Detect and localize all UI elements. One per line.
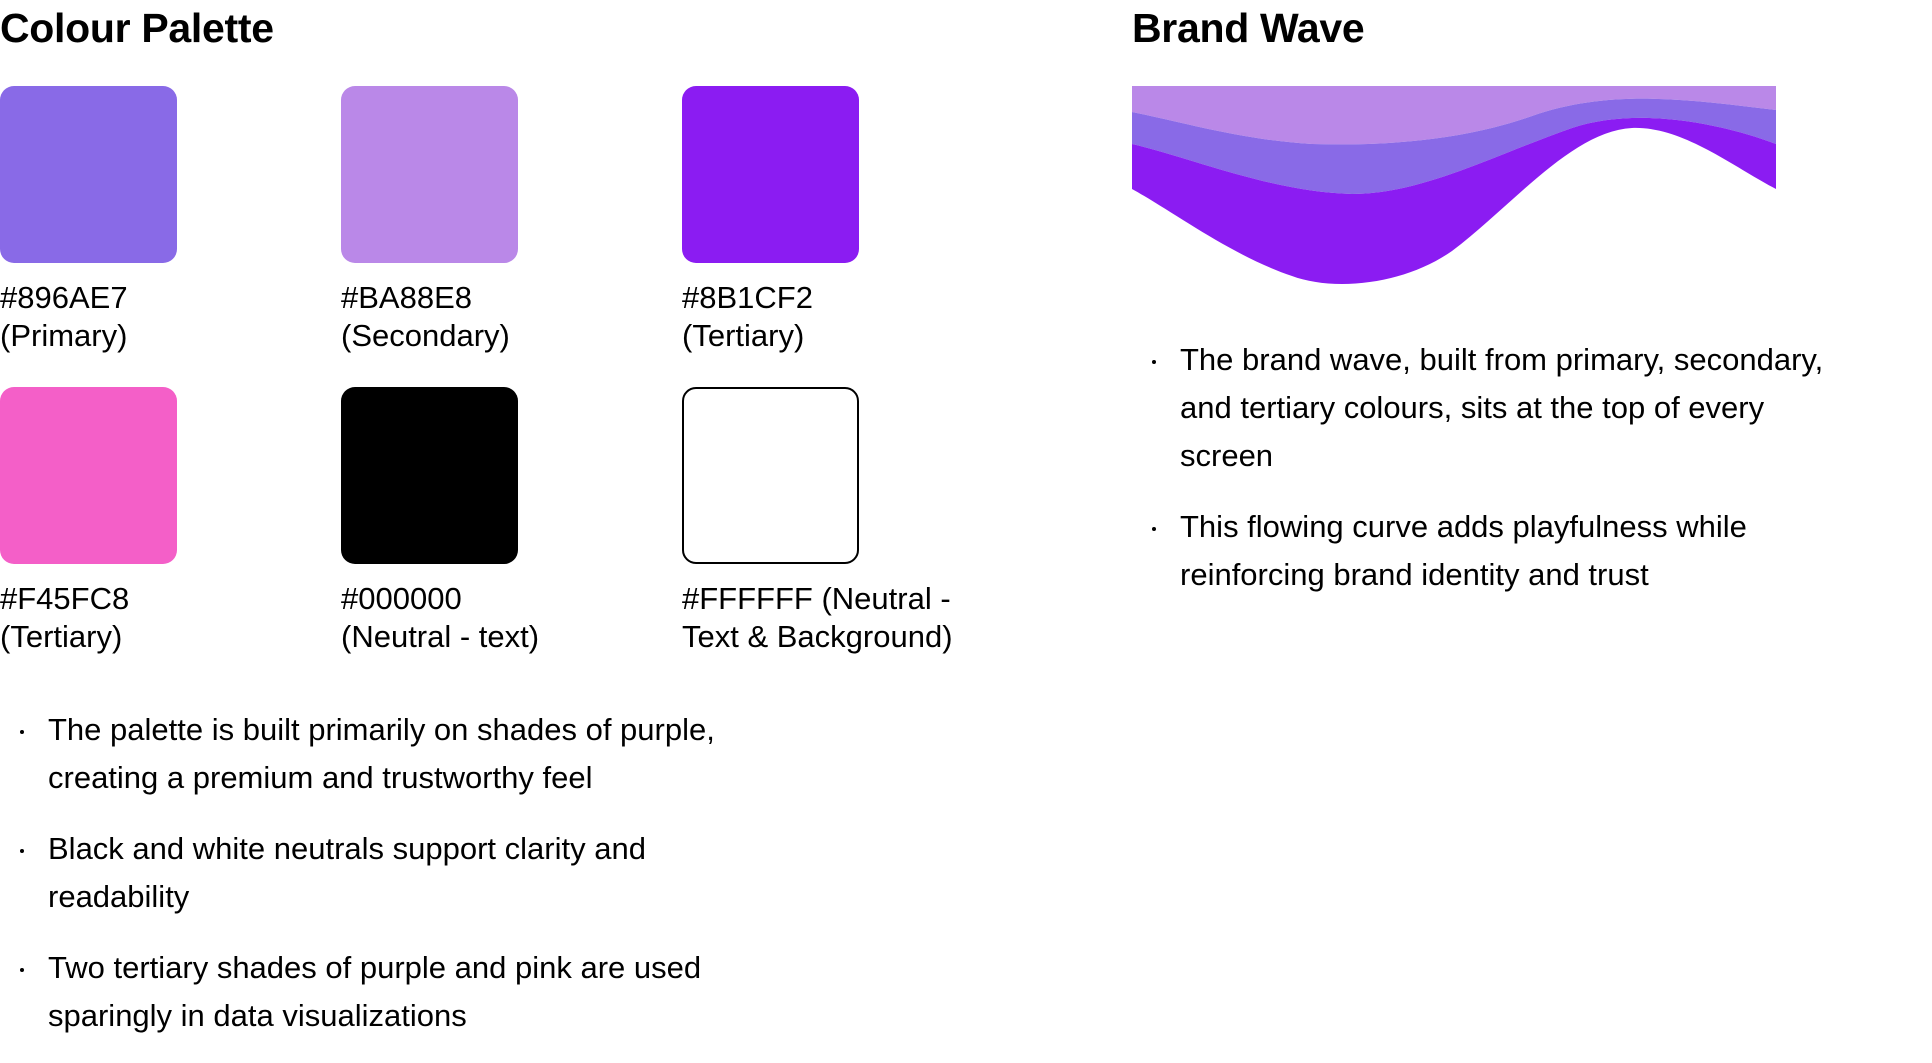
- wave-layer-primary: [1132, 98, 1776, 194]
- swatch-role: (Tertiary): [682, 318, 805, 353]
- wave-bullet-list: The brand wave, built from primary, seco…: [1132, 336, 1932, 622]
- list-item: This flowing curve adds playfulness whil…: [1132, 503, 1932, 599]
- colour-palette-title: Colour Palette: [0, 5, 274, 51]
- brand-wave-graphic: [1132, 86, 1776, 284]
- swatch-neutral-white-label: #FFFFFF (Neutral - Text & Background): [682, 580, 1012, 656]
- list-item: Black and white neutrals support clarity…: [0, 825, 840, 921]
- bullet-line: reinforcing brand identity and trust: [1180, 557, 1649, 592]
- wave-layer-tertiary: [1132, 117, 1776, 284]
- swatch-primary: [0, 86, 177, 263]
- bullet-icon: [1152, 360, 1156, 364]
- bullet-line: readability: [48, 879, 190, 914]
- list-item: The palette is built primarily on shades…: [0, 706, 840, 802]
- swatch-hex: #8B1CF2: [682, 280, 813, 315]
- bullet-icon: [20, 730, 24, 734]
- bullet-icon: [20, 968, 24, 972]
- swatch-tertiary-pink-label: #F45FC8 (Tertiary): [0, 580, 330, 656]
- wave-layer-secondary: [1132, 86, 1776, 145]
- bullet-line: screen: [1180, 438, 1274, 473]
- swatch-secondary-label: #BA88E8 (Secondary): [341, 279, 671, 355]
- bullet-line: and tertiary colours, sits at the top of…: [1180, 390, 1765, 425]
- swatch-role: (Secondary): [341, 318, 510, 353]
- swatch-role: (Tertiary): [0, 619, 123, 654]
- swatch-hex: #F45FC8: [0, 581, 130, 616]
- swatch-tertiary-pink: [0, 387, 177, 564]
- swatch-neutral-white: [682, 387, 859, 564]
- palette-bullet-list: The palette is built primarily on shades…: [0, 706, 840, 1063]
- bullet-line: This flowing curve adds playfulness whil…: [1180, 509, 1747, 544]
- swatch-neutral-black-label: #000000 (Neutral - text): [341, 580, 671, 656]
- brand-wave-title: Brand Wave: [1132, 5, 1365, 51]
- swatch-tertiary-purple-label: #8B1CF2 (Tertiary): [682, 279, 1012, 355]
- bullet-line: Black and white neutrals support clarity…: [48, 831, 646, 866]
- swatch-hex: #BA88E8: [341, 280, 472, 315]
- list-item: Two tertiary shades of purple and pink a…: [0, 944, 840, 1040]
- swatch-hex: #000000: [341, 581, 462, 616]
- swatch-primary-label: #896AE7 (Primary): [0, 279, 330, 355]
- swatch-tertiary-purple: [682, 86, 859, 263]
- bullet-line: Two tertiary shades of purple and pink a…: [48, 950, 702, 985]
- swatch-hex: #896AE7: [0, 280, 128, 315]
- swatch-hex: #FFFFFF (Neutral -: [682, 581, 951, 616]
- swatch-role: Text & Background): [682, 619, 953, 654]
- bullet-line: The palette is built primarily on shades…: [48, 712, 715, 747]
- swatch-role: (Primary): [0, 318, 128, 353]
- swatch-neutral-black: [341, 387, 518, 564]
- bullet-icon: [1152, 527, 1156, 531]
- bullet-line: sparingly in data visualizations: [48, 998, 467, 1033]
- bullet-line: creating a premium and trustworthy feel: [48, 760, 593, 795]
- list-item: The brand wave, built from primary, seco…: [1132, 336, 1932, 480]
- swatch-role: (Neutral - text): [341, 619, 540, 654]
- bullet-icon: [20, 849, 24, 853]
- swatch-secondary: [341, 86, 518, 263]
- bullet-line: The brand wave, built from primary, seco…: [1180, 342, 1824, 377]
